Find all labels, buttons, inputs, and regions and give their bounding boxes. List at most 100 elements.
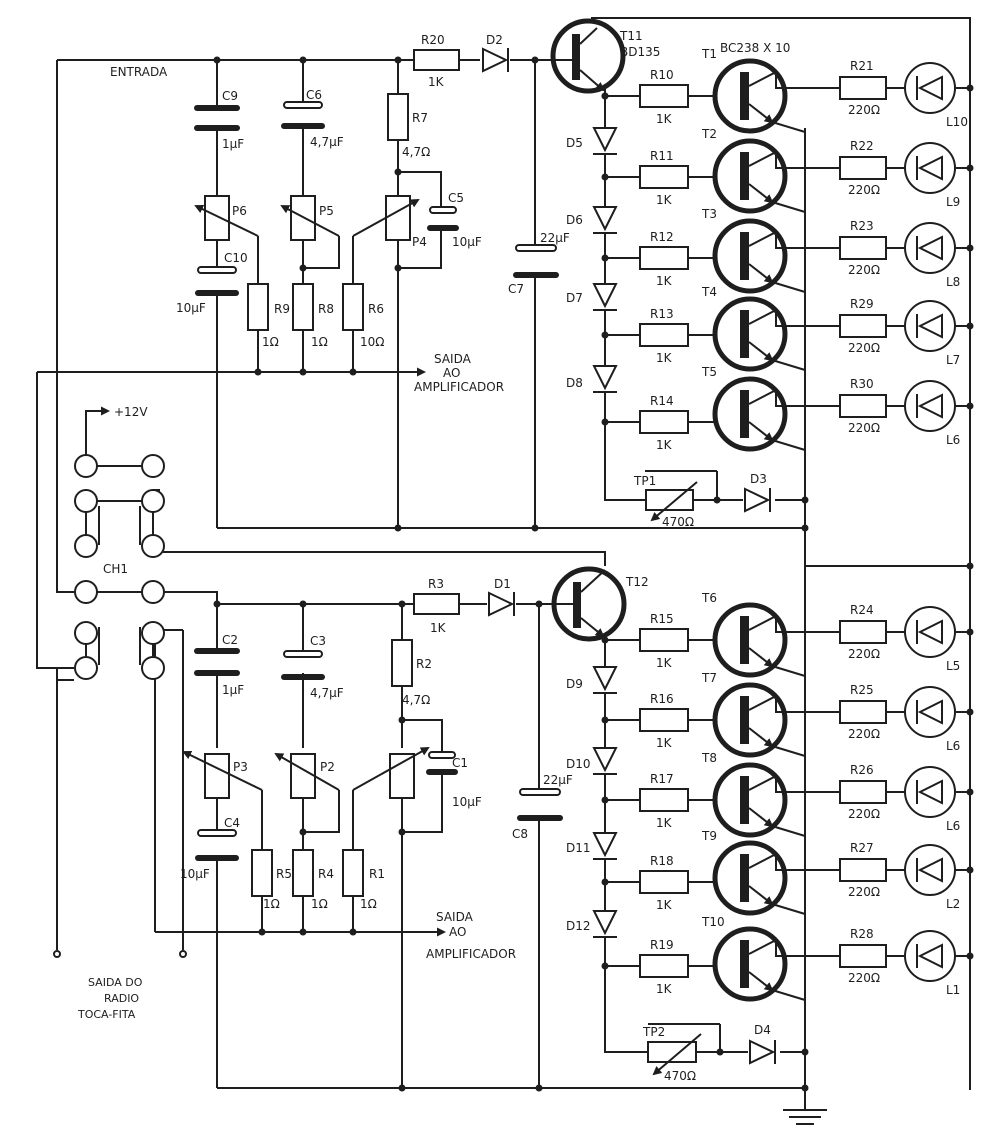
label-c4: C4 [224,816,240,830]
transistor-base-bar [740,72,749,120]
value-r16: 1K [656,736,673,750]
value-r11: 1K [656,193,673,207]
label-r19: R19 [650,938,674,952]
value-r20: 1K [428,75,445,89]
label-p2: P2 [320,760,335,774]
transistor-t1 [712,58,788,134]
wire [771,121,806,133]
led-triangle [917,75,943,101]
label-d7: D7 [566,291,583,305]
label-l5: L5 [946,659,960,673]
diode-d5 [592,127,618,155]
label-t10: T10 [701,915,725,929]
label-c5: C5 [448,191,464,205]
junction [601,636,609,644]
label-r15: R15 [650,612,674,626]
resistor-r29 [839,314,887,338]
transistor-emitter [748,103,774,124]
label-l6: L6 [946,433,960,447]
label-r4: R4 [318,867,334,881]
wire [771,989,806,1001]
diode-d11 [592,832,618,860]
wire [771,745,806,757]
label-t8: T8 [701,751,717,765]
diode-d1 [488,591,515,617]
label-r22: R22 [850,139,874,153]
label-t1: T1 [701,47,717,61]
label-r17: R17 [650,772,674,786]
resistor-r15 [639,628,689,652]
junction [601,716,609,724]
saida-label-top: SAIDA [434,352,472,366]
junction [966,402,974,410]
led-triangle [917,699,943,725]
label-r16: R16 [650,692,674,706]
junctions [213,56,974,1092]
wire [771,281,806,293]
label-d6: D6 [566,213,583,227]
value-r24: 220Ω [848,647,880,661]
label-r30: R30 [850,377,874,391]
diode-d12 [592,910,618,938]
value-r23: 220Ω [848,263,880,277]
value-r12: 1K [656,274,673,288]
junction [601,173,609,181]
label-d5: D5 [566,136,583,150]
value-r10: 1K [656,112,673,126]
label-d3: D3 [750,472,767,486]
label-d1: D1 [494,577,511,591]
transistor-emitter [748,263,774,284]
label-r26: R26 [850,763,874,777]
transistor-t2 [712,138,788,214]
label-r23: R23 [850,219,874,233]
label-r21: R21 [850,59,874,73]
label-t6: T6 [701,591,717,605]
label-r6: R6 [368,302,384,316]
label-p5: P5 [319,204,334,218]
transistor-emitter [748,971,774,992]
power-connector [74,454,165,680]
resistor-r14 [639,410,689,434]
led-triangle [917,393,943,419]
amplificador-label-bottom: AMPLIFICADOR [426,947,516,961]
value-tp1: 470Ω [662,515,694,529]
label-c6: C6 [306,88,322,102]
transistor-t11 [550,18,626,94]
label-p6: P6 [232,204,247,218]
label-l6: L6 [946,819,960,833]
junction [601,796,609,804]
led-triangle [917,857,943,883]
value-r29: 220Ω [848,341,880,355]
entrada-label: ENTRADA [110,65,168,79]
value-c2: 1μF [222,683,244,697]
resistor-r2 [391,639,413,687]
value-r14: 1K [656,438,673,452]
value-c7: 22μF [540,231,570,245]
radio-output-label-2: RADIO [104,992,139,1005]
label-c8: C8 [512,827,528,841]
value-c4: 10μF [180,867,210,881]
label-c10: C10 [224,251,248,265]
resistor-r16 [639,708,689,732]
label-r13: R13 [650,307,674,321]
value-r19: 1K [656,982,673,996]
diode-d8 [592,365,618,393]
junction [601,92,609,100]
label-c2: C2 [222,633,238,647]
label-c3: C3 [310,634,326,648]
label-l10: L10 [946,115,968,129]
label-d8: D8 [566,376,583,390]
transistor-collector [748,389,777,405]
label-l9: L9 [946,195,960,209]
resistor-r27 [839,858,887,882]
value-r15: 1K [656,656,673,670]
resistor-r10 [639,84,689,108]
label-p3: P3 [233,760,248,774]
label-l8: L8 [946,275,960,289]
label-d12: D12 [566,919,591,933]
label-c9: C9 [222,89,238,103]
value-r8: 1Ω [311,335,328,349]
transistor-base-bar [740,152,749,200]
value-r17: 1K [656,816,673,830]
